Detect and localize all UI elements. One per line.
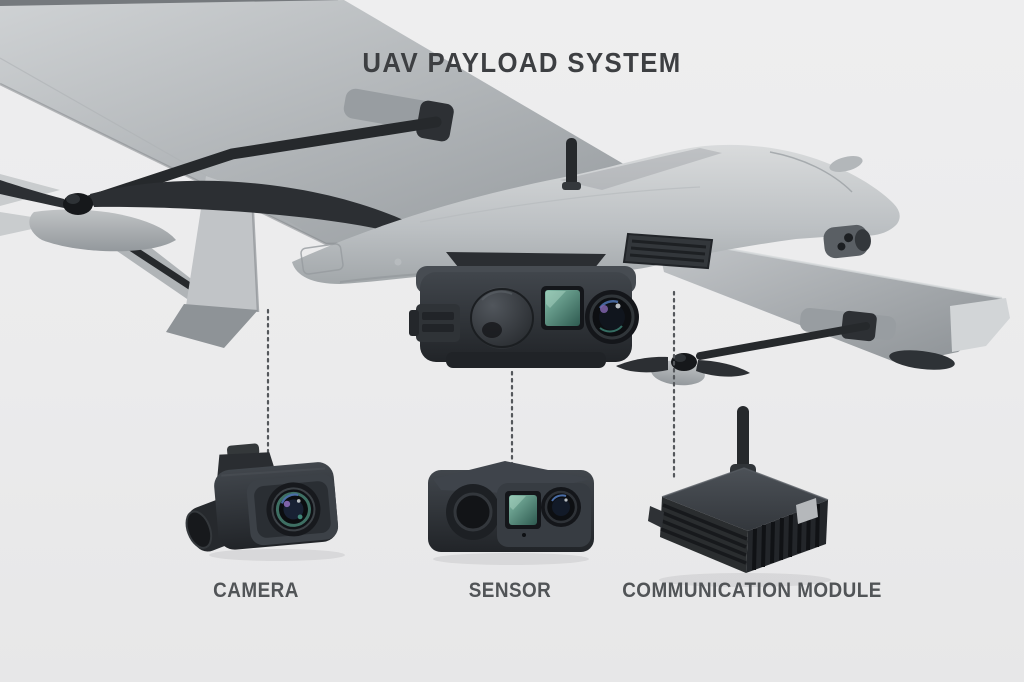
payload-side-connector [416, 304, 460, 342]
payload-bracket [409, 310, 419, 336]
fuselage [292, 138, 900, 284]
connector-groove [422, 312, 454, 320]
right-prop-blade-right [696, 360, 750, 377]
left-motor-pod [29, 209, 177, 252]
sensor-indicator-dot [522, 533, 526, 537]
left-prop-spinner [66, 194, 80, 204]
camera-lens-blue-glint [280, 493, 299, 504]
right-aileron [889, 350, 955, 370]
gimbal-ball-lens [482, 322, 502, 338]
fuselage-hatch [300, 243, 344, 275]
sensor-window-glint [510, 496, 526, 510]
right-rotor-boom [616, 307, 897, 386]
left-prop-blade-left [0, 180, 64, 208]
thermal-window-glint [546, 291, 566, 308]
right-wing-surface [656, 236, 1008, 364]
uav-illustration [0, 0, 1010, 386]
uav-antenna-base [562, 182, 581, 190]
cockpit-window [829, 156, 863, 172]
label-communication-module: COMMUNICATION MODULE [622, 579, 882, 602]
comm-top-face [662, 468, 828, 531]
sensor-lens-spec [564, 498, 568, 502]
sensor-illustration [428, 461, 594, 565]
camera-shadow [209, 549, 345, 561]
comm-top-edge [661, 467, 829, 501]
fuselage-body [292, 144, 900, 284]
gimbal-ball-ring [470, 288, 534, 348]
comm-side-tab [648, 506, 664, 528]
connector-lines [266, 290, 676, 480]
comm-shadow [659, 573, 831, 587]
right-wingtip [950, 298, 1010, 352]
label-sensor: SENSOR [468, 579, 552, 602]
payload-bottom-plate [446, 352, 606, 368]
sensor-side-cap [453, 492, 493, 532]
canopy-seam [769, 151, 853, 193]
left-prop-blade-right [90, 180, 409, 232]
nose-camera-pod [823, 224, 871, 259]
camera-lens-spec [296, 499, 301, 503]
camera-illustration [185, 443, 345, 561]
camera-lens-purple-glint [283, 500, 291, 508]
gimbal-ball-highlight [481, 290, 513, 301]
right-boom-arm [696, 322, 870, 360]
left-rotor-boom [0, 88, 454, 252]
page-title: UAV PAYLOAD SYSTEM [362, 47, 682, 78]
fuselage-panel-seam [419, 186, 701, 223]
camera-pan-cap [185, 510, 213, 549]
uav-antenna [566, 138, 577, 188]
zoom-lens-teal-glint [599, 325, 623, 333]
payload-gimbal [409, 252, 639, 368]
fuselage-latch [394, 258, 402, 266]
comm-antenna [737, 406, 749, 470]
left-wing-surface [0, 0, 702, 244]
right-prop-blade-left [616, 356, 668, 373]
vent-grille [622, 232, 714, 270]
tail-fin-near [166, 304, 258, 348]
connector-groove [422, 324, 454, 332]
zoom-lens-spec [615, 303, 621, 309]
wing-root-shadow [560, 148, 722, 190]
sensor-lens-core [552, 498, 570, 516]
sensor-lens-blue-glint [551, 494, 567, 502]
communication-module-illustration [648, 406, 831, 587]
camera-body-highlight [221, 467, 326, 477]
camera-lens-teal-glint [297, 514, 303, 520]
comm-left-face [660, 497, 748, 573]
comm-label-plate [796, 498, 818, 524]
zoom-lens-purple-glint [600, 305, 608, 313]
right-prop-spinner [674, 354, 686, 362]
label-camera: CAMERA [213, 579, 299, 602]
sensor-shadow [433, 553, 589, 565]
